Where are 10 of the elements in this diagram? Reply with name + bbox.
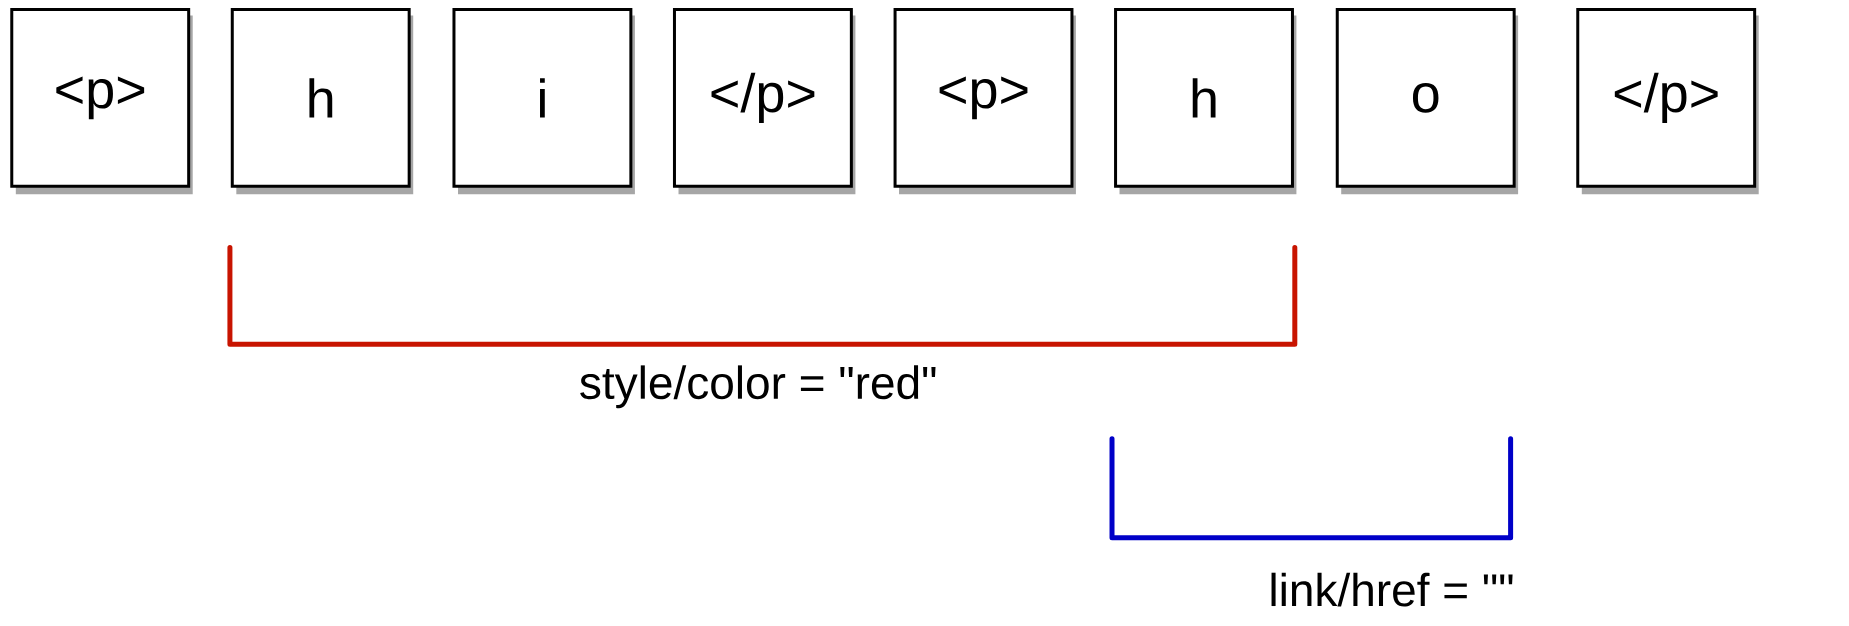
box: o <box>1335 7 1519 195</box>
box: <p> <box>10 7 193 195</box>
bracket-label: link/href = "" <box>1271 572 1513 607</box>
box: i <box>452 7 635 195</box>
box: h <box>230 7 414 195</box>
bracket-label: style/color = "red" <box>580 365 936 409</box>
box: </p> <box>672 7 856 195</box>
box: h <box>1114 7 1297 195</box>
box: </p> <box>1576 7 1759 195</box>
box: <p> <box>893 7 1076 195</box>
